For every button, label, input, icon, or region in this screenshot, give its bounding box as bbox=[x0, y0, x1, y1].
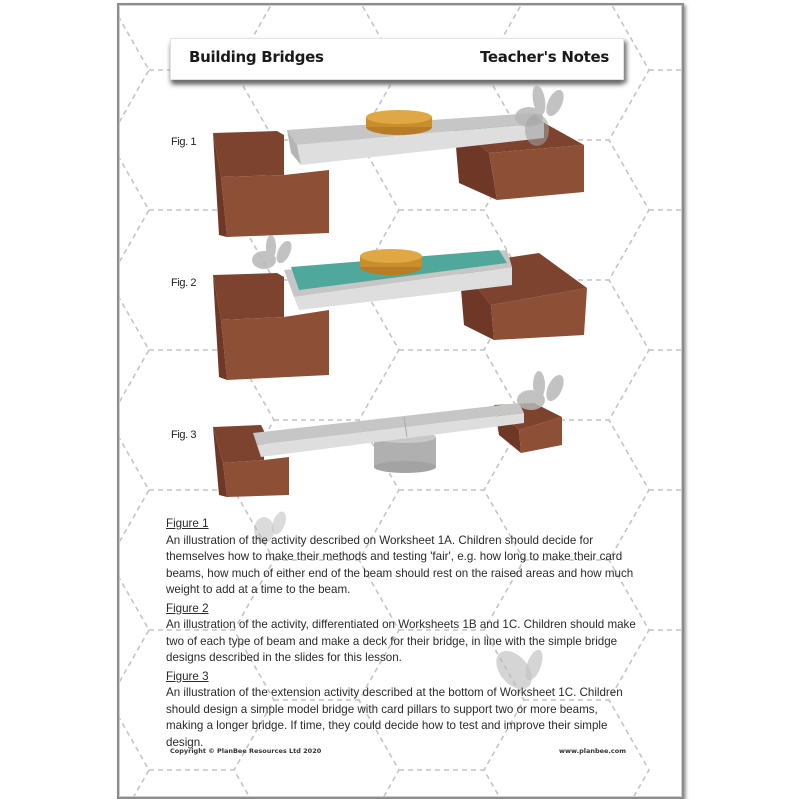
copyright-notice: Copyright © PlanBee Resources Ltd 2020 bbox=[170, 747, 322, 755]
teacher-notes-text: Figure 1 An illustration of the activity… bbox=[166, 516, 636, 753]
figure-2-notes: An illustration of the activity, differe… bbox=[166, 618, 636, 664]
figure-3-illustration bbox=[213, 403, 562, 497]
figure-3-heading: Figure 3 bbox=[166, 669, 209, 683]
worksheet-title: Building Bridges bbox=[189, 48, 324, 66]
figure-1-notes: An illustration of the activity describe… bbox=[166, 533, 634, 597]
bee-decoration bbox=[252, 85, 564, 690]
header-banner: Building Bridges Teacher's Notes bbox=[170, 38, 624, 80]
figure-2-heading: Figure 2 bbox=[166, 601, 209, 615]
figure-1-label: Fig. 1 bbox=[171, 136, 197, 148]
worksheet-subtitle: Teacher's Notes bbox=[479, 48, 609, 66]
figure-3-label: Fig. 3 bbox=[171, 429, 197, 441]
figure-1-illustration bbox=[213, 110, 584, 237]
figure-1-heading: Figure 1 bbox=[166, 517, 209, 530]
bridge-illustrations bbox=[213, 85, 587, 690]
website-link[interactable]: www.planbee.com bbox=[559, 747, 626, 755]
figure-2-label: Fig. 2 bbox=[171, 277, 197, 289]
figure-3-notes: An illustration of the extension activit… bbox=[166, 686, 623, 749]
worksheet-page: Building Bridges Teacher's Notes bbox=[117, 3, 684, 799]
figure-2-illustration bbox=[213, 249, 587, 380]
